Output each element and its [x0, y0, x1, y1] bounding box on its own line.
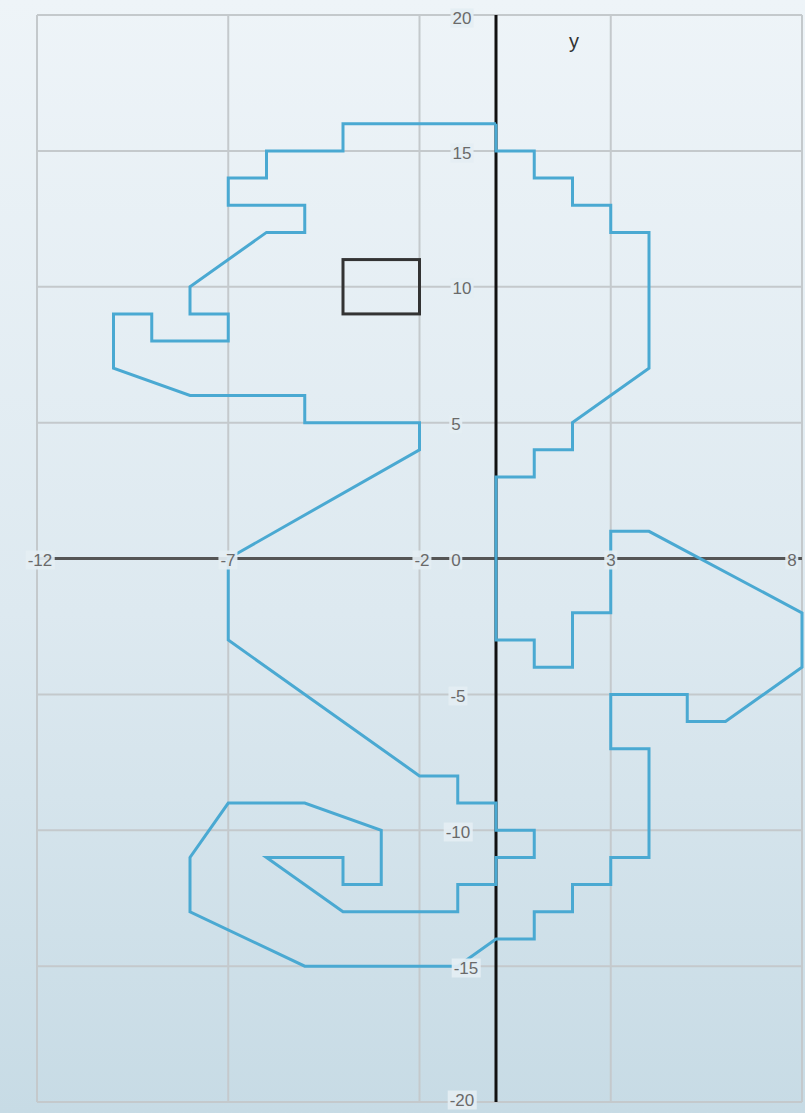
- grid-line: [37, 14, 802, 16]
- tick-label: -7: [218, 551, 237, 570]
- tick-label: -2: [412, 551, 431, 570]
- tick-label: -15: [452, 959, 481, 978]
- seahorse-outline: [114, 124, 803, 966]
- tick-label: -12: [26, 551, 55, 570]
- tick-label: 10: [451, 279, 474, 298]
- grid-line: [37, 150, 802, 152]
- tick-label: 15: [451, 144, 474, 163]
- tick-label: -5: [448, 687, 467, 706]
- tick-label: -10: [444, 823, 473, 842]
- tick-label: 5: [449, 415, 462, 434]
- tick-label: 3: [604, 551, 617, 570]
- axis-name: y: [567, 30, 581, 52]
- tick-label: -20: [448, 1091, 477, 1110]
- grid-line: [37, 829, 802, 831]
- grid: [37, 15, 802, 1102]
- tick-label: 8: [785, 551, 798, 570]
- grid-line: [37, 1101, 802, 1103]
- tick-label: 20: [451, 9, 474, 28]
- seahorse-eye: [343, 260, 420, 314]
- tick-label: 0: [449, 551, 462, 570]
